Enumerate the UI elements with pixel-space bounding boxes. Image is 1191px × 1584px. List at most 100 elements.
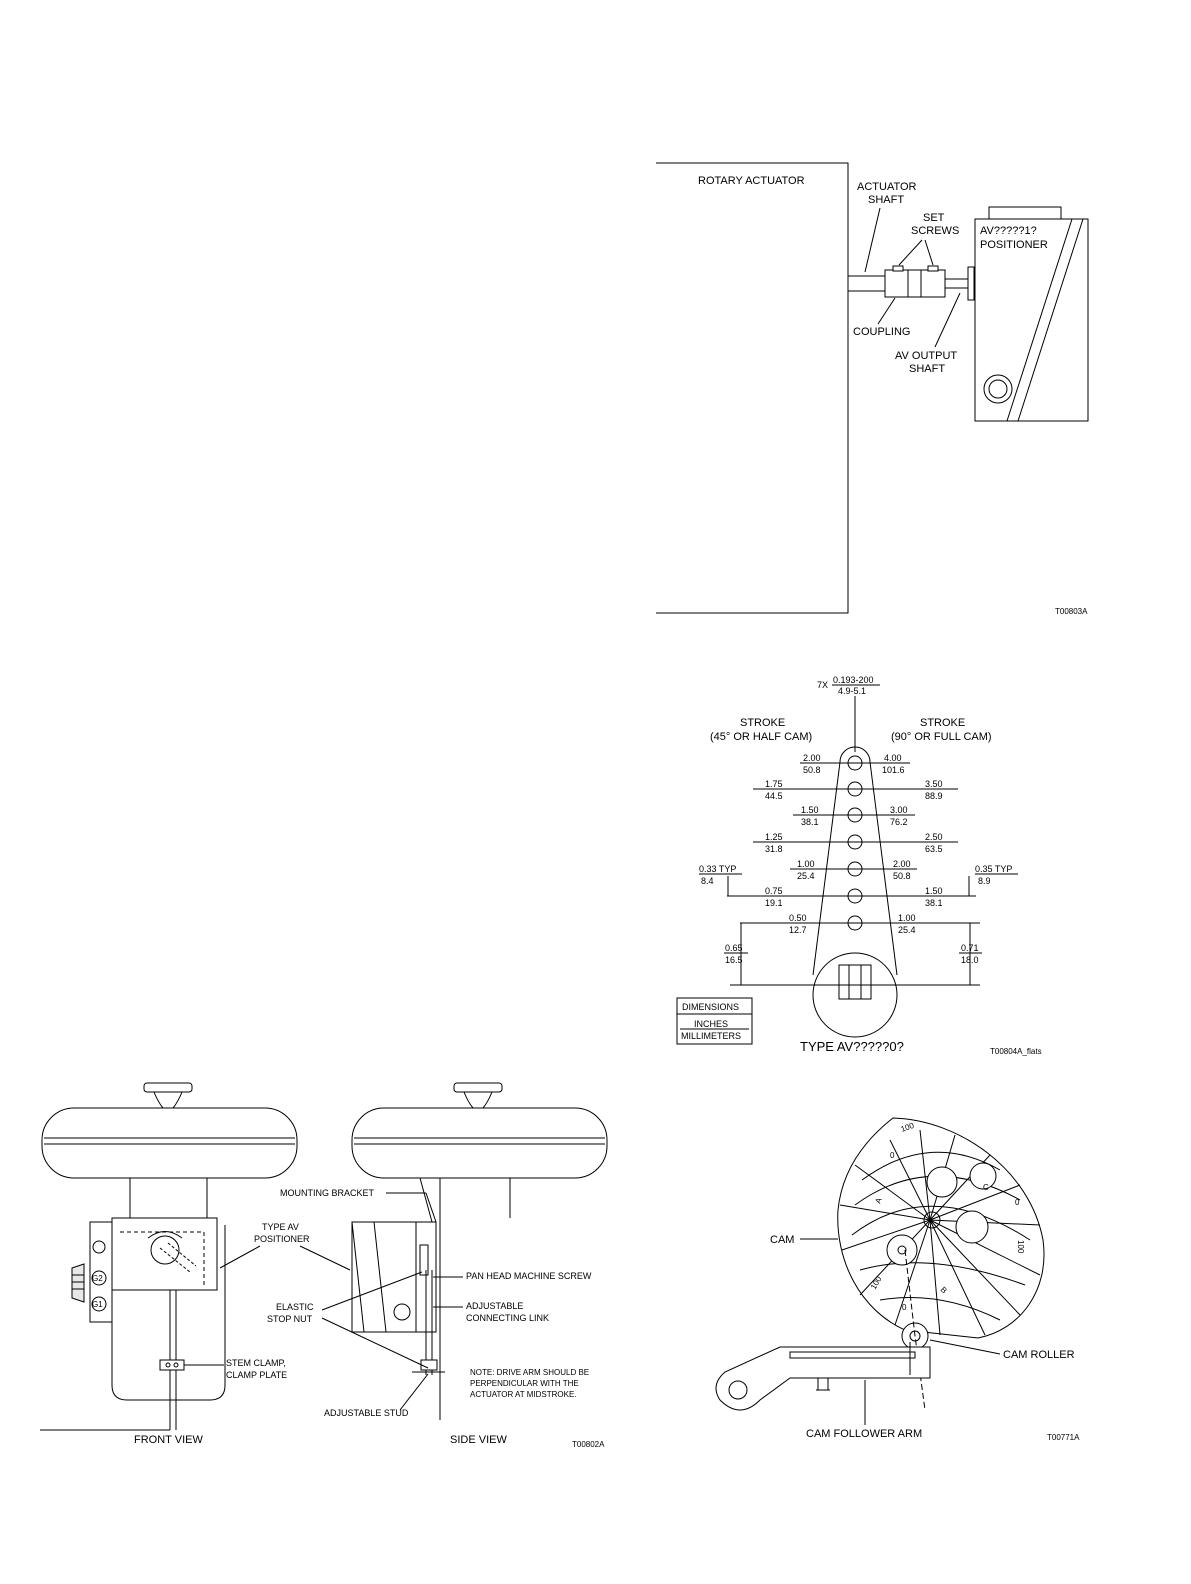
svg-text:CONNECTING LINK: CONNECTING LINK xyxy=(466,1313,549,1323)
actuator-shaft-label: ACTUATOR xyxy=(857,181,917,193)
svg-text:16.5: 16.5 xyxy=(725,955,743,965)
rotary-actuator-figure: ROTARY ACTUATOR ACTUATOR SHAFT SET SCREW… xyxy=(656,162,1089,616)
svg-text:B: B xyxy=(939,1285,949,1295)
positioner-cap xyxy=(988,206,1062,221)
dimensions-legend xyxy=(676,997,753,1045)
svg-text:0: 0 xyxy=(902,1303,907,1312)
svg-text:25.4: 25.4 xyxy=(797,871,815,881)
svg-text:PERPENDICULAR WITH THE: PERPENDICULAR WITH THE xyxy=(470,1379,579,1388)
figure-code: T00804A_flats xyxy=(990,1047,1042,1056)
stem-clamp-label: STEM CLAMP, xyxy=(226,1358,286,1368)
set-screws-label: SET xyxy=(923,212,945,224)
svg-text:8.9: 8.9 xyxy=(978,876,991,886)
figure-code: T00802A xyxy=(572,1440,605,1449)
drive-arm-figure: 7X 0.193-200 4.9-5.1 STROKE (45° OR HALF… xyxy=(676,675,1042,1056)
svg-text:1.75: 1.75 xyxy=(765,779,783,789)
front-view-label: FRONT VIEW xyxy=(134,1434,203,1446)
svg-text:44.5: 44.5 xyxy=(765,791,783,801)
svg-text:101.6: 101.6 xyxy=(882,765,905,775)
output-shaft-label: AV OUTPUT xyxy=(895,350,957,362)
figure-code: T00803A xyxy=(1055,607,1088,616)
svg-text:G1: G1 xyxy=(92,1300,103,1309)
gauge-block xyxy=(89,1221,113,1323)
drive-arm-hub xyxy=(812,952,898,1038)
svg-text:100: 100 xyxy=(1016,1240,1025,1254)
svg-text:2.50: 2.50 xyxy=(925,832,943,842)
svg-text:50.8: 50.8 xyxy=(893,871,911,881)
svg-text:50.8: 50.8 xyxy=(803,765,821,775)
rotary-actuator-body xyxy=(656,162,849,614)
svg-text:1.00: 1.00 xyxy=(898,913,916,923)
svg-text:19.1: 19.1 xyxy=(765,898,783,908)
svg-text:G2: G2 xyxy=(92,1274,103,1283)
svg-text:0: 0 xyxy=(1015,1198,1020,1207)
svg-text:POSITIONER: POSITIONER xyxy=(980,239,1048,251)
svg-text:CLAMP PLATE: CLAMP PLATE xyxy=(226,1370,287,1380)
svg-text:SHAFT: SHAFT xyxy=(909,363,945,375)
cam-gear xyxy=(955,1210,989,1244)
cam xyxy=(837,1117,1045,1339)
svg-text:ACTUATOR AT MIDSTROKE.: ACTUATOR AT MIDSTROKE. xyxy=(470,1390,577,1399)
connecting-link-label: ADJUSTABLE xyxy=(466,1301,523,1311)
right-typ-dimension: 0.35 TYP xyxy=(975,864,1012,874)
svg-text:2.00: 2.00 xyxy=(893,859,911,869)
elastic-stop-nut-label: ELASTIC xyxy=(276,1302,314,1312)
cam-label: CAM xyxy=(770,1234,794,1246)
svg-text:63.5: 63.5 xyxy=(925,844,943,854)
svg-text:8.4: 8.4 xyxy=(701,876,714,886)
stem-clamp xyxy=(159,1359,185,1371)
svg-text:0.75: 0.75 xyxy=(765,886,783,896)
left-dimension-row: 0.75 19.1 xyxy=(727,886,855,908)
hole-note-mm: 4.9-5.1 xyxy=(838,686,866,696)
positioner-knob xyxy=(983,374,1013,404)
set-screw xyxy=(927,265,939,272)
svg-text:100: 100 xyxy=(900,1121,916,1134)
side-view-label: SIDE VIEW xyxy=(450,1434,507,1446)
left-dimension-row: 1.25 31.8 xyxy=(753,832,855,854)
right-dimension-row: 3.00 76.2 xyxy=(855,805,915,827)
svg-text:DIMENSIONS: DIMENSIONS xyxy=(682,1002,739,1012)
left-dimension-row: 1.00 25.4 xyxy=(790,859,855,881)
set-screw xyxy=(892,265,904,272)
cam-roller-label: CAM ROLLER xyxy=(1003,1349,1075,1361)
svg-text:0: 0 xyxy=(890,1151,895,1160)
left-bottom-dimension: 0.65 xyxy=(725,943,743,953)
svg-text:C: C xyxy=(983,1183,989,1192)
svg-text:0.50: 0.50 xyxy=(789,913,807,923)
svg-text:12.7: 12.7 xyxy=(789,925,807,935)
right-dimension-row: 1.50 38.1 xyxy=(855,886,976,908)
svg-text:31.8: 31.8 xyxy=(765,844,783,854)
svg-text:MILLIMETERS: MILLIMETERS xyxy=(681,1031,741,1041)
svg-text:3.00: 3.00 xyxy=(890,805,908,815)
left-dimension-row: 2.00 50.8 xyxy=(800,753,855,775)
svg-text:38.1: 38.1 xyxy=(801,817,819,827)
diaphragm-case xyxy=(351,1107,608,1179)
cam-gear xyxy=(886,1234,918,1266)
svg-text:25.4: 25.4 xyxy=(898,925,916,935)
positioner-label: AV?????1? xyxy=(980,225,1037,237)
svg-text:(90° OR FULL CAM): (90° OR FULL CAM) xyxy=(891,731,992,743)
cam-figure: 100 0 A C 0 100 100 0 B CAM CAM ROLLER C… xyxy=(715,1117,1080,1442)
left-dimension-row: 1.75 44.5 xyxy=(753,779,855,801)
pan-head-label: PAN HEAD MACHINE SCREW xyxy=(466,1271,592,1281)
positioner-side xyxy=(351,1221,437,1333)
svg-text:(45° OR HALF CAM): (45° OR HALF CAM) xyxy=(710,731,812,743)
mounting-bracket-label: MOUNTING BRACKET xyxy=(280,1188,375,1198)
rotary-actuator-label: ROTARY ACTUATOR xyxy=(698,175,805,187)
drive-arm xyxy=(839,746,898,976)
hole-note-in: 0.193-200 xyxy=(833,675,874,685)
svg-text:STOP NUT: STOP NUT xyxy=(267,1314,313,1324)
drive-arm-note: NOTE: DRIVE ARM SHOULD BE xyxy=(470,1368,589,1377)
cam-hub xyxy=(923,1211,941,1229)
right-dimension-row: 3.50 88.9 xyxy=(855,779,958,801)
right-dimension-row: 2.50 63.5 xyxy=(855,832,958,854)
cam-gear xyxy=(969,1162,997,1190)
right-bottom-dimension: 0.71 xyxy=(961,943,979,953)
linear-actuator-figure: G2 G1 MOU xyxy=(40,1082,608,1449)
right-dimension-row: 4.00 101.6 xyxy=(855,753,910,775)
cam-gear xyxy=(926,1166,958,1198)
hole-note-prefix: 7X xyxy=(817,680,828,690)
svg-text:2.00: 2.00 xyxy=(803,753,821,763)
diaphragm-case xyxy=(41,1107,298,1179)
